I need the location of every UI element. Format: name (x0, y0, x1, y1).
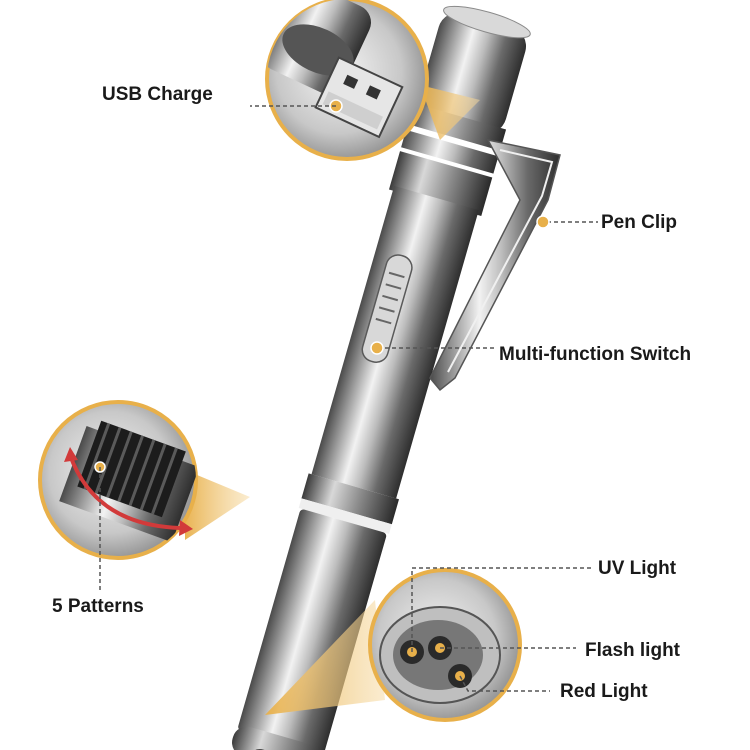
multi-function-switch-label: Multi-function Switch (499, 344, 692, 365)
red-light-label: Red Light (560, 681, 648, 702)
usb-charge-label: USB Charge (102, 84, 213, 105)
flash-light-label: Flash light (585, 640, 680, 661)
pen-clip (429, 138, 561, 392)
patterns-detail-circle (38, 400, 198, 560)
pen-clip-label: Pen Clip (601, 212, 678, 233)
uv-light-label: UV Light (598, 558, 677, 579)
usb-detail-circle (265, 0, 429, 161)
switch-marker (370, 341, 384, 355)
pen-clip-marker (536, 215, 550, 229)
led-detail-circle (368, 568, 522, 722)
red-callout-line (459, 675, 550, 692)
patterns-callout-wedge (185, 470, 250, 540)
uv-callout-line (411, 567, 592, 652)
usb-callout-wedge (420, 85, 480, 140)
led-callout-wedge (265, 600, 385, 715)
five-patterns-label: 5 Patterns (52, 596, 144, 617)
rotation-arrow-icon (68, 454, 181, 530)
